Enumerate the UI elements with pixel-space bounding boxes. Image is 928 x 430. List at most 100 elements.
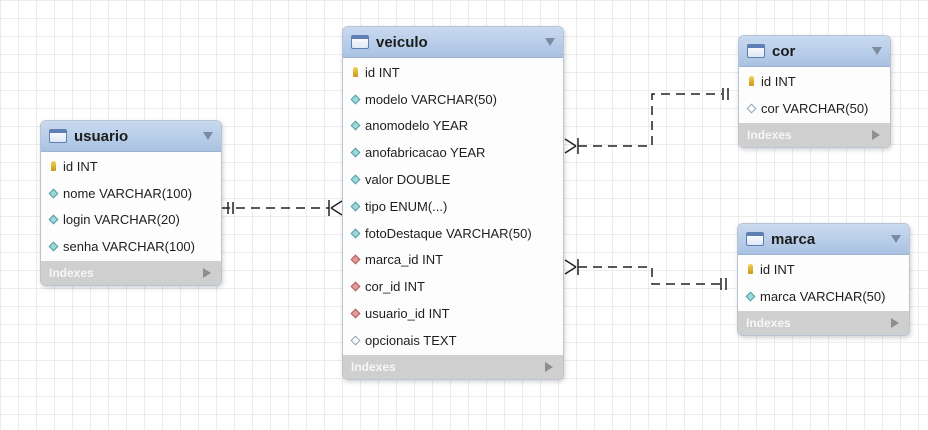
foreign-key-diamond-icon bbox=[350, 255, 360, 265]
primary-key-icon bbox=[48, 161, 58, 171]
indexes-section[interactable]: Indexes bbox=[738, 310, 909, 335]
column-diamond-icon bbox=[350, 94, 360, 104]
column-label: id INT bbox=[365, 64, 400, 80]
column-label: anofabricacao YEAR bbox=[365, 145, 486, 161]
table-title: veiculo bbox=[376, 33, 428, 51]
table-icon bbox=[747, 44, 765, 58]
column-diamond-icon bbox=[48, 188, 58, 198]
table-header[interactable]: cor bbox=[739, 36, 890, 67]
column-label: anomodelo YEAR bbox=[365, 118, 469, 134]
indexes-section[interactable]: Indexes bbox=[739, 122, 890, 147]
collapse-arrow-icon[interactable] bbox=[872, 47, 882, 55]
column-diamond-icon bbox=[350, 228, 360, 238]
foreign-key-diamond-icon bbox=[350, 282, 360, 292]
column-row[interactable]: fotoDestaque VARCHAR(50) bbox=[343, 220, 563, 247]
column-list: id INT marca VARCHAR(50) bbox=[738, 255, 909, 311]
foreign-key-diamond-icon bbox=[350, 309, 360, 319]
column-row[interactable]: tipo ENUM(...) bbox=[343, 193, 563, 220]
table-title: marca bbox=[771, 230, 816, 248]
column-row[interactable]: id INT bbox=[738, 256, 909, 283]
column-diamond-icon bbox=[350, 175, 360, 185]
column-row[interactable]: cor VARCHAR(50) bbox=[739, 95, 890, 122]
column-label: senha VARCHAR(100) bbox=[63, 239, 195, 255]
column-label: valor DOUBLE bbox=[365, 172, 451, 188]
indexes-label: Indexes bbox=[351, 359, 396, 374]
column-row[interactable]: cor_id INT bbox=[343, 273, 563, 300]
cardinality-one-mark bbox=[227, 202, 234, 214]
table-icon bbox=[746, 232, 764, 246]
column-row[interactable]: valor DOUBLE bbox=[343, 166, 563, 193]
column-diamond-icon bbox=[350, 148, 360, 158]
cardinality-one-mark bbox=[720, 278, 727, 290]
column-label: usuario_id INT bbox=[365, 306, 450, 322]
column-diamond-icon bbox=[350, 121, 360, 131]
expand-arrow-icon[interactable] bbox=[545, 361, 553, 372]
column-label: nome VARCHAR(100) bbox=[63, 185, 193, 201]
cardinality-many-mark bbox=[564, 259, 577, 275]
indexes-section[interactable]: Indexes bbox=[41, 261, 221, 286]
cardinality-many-mark bbox=[330, 200, 343, 216]
table-veiculo[interactable]: veiculo id INT modelo VARCHAR(50) anomod… bbox=[342, 26, 564, 380]
table-title: cor bbox=[772, 42, 796, 60]
column-row[interactable]: id INT bbox=[41, 153, 221, 180]
indexes-label: Indexes bbox=[49, 266, 94, 281]
column-diamond-icon bbox=[48, 215, 58, 225]
column-list: id INT modelo VARCHAR(50) anomodelo YEAR… bbox=[343, 58, 563, 355]
collapse-arrow-icon[interactable] bbox=[203, 132, 213, 140]
expand-arrow-icon[interactable] bbox=[891, 317, 899, 328]
column-list: id INT cor VARCHAR(50) bbox=[739, 67, 890, 123]
collapse-arrow-icon[interactable] bbox=[545, 38, 555, 46]
primary-key-icon bbox=[350, 67, 360, 77]
table-usuario[interactable]: usuario id INT nome VARCHAR(100) login V… bbox=[40, 120, 222, 287]
indexes-label: Indexes bbox=[747, 127, 792, 142]
relationship-line[interactable] bbox=[578, 266, 720, 285]
relationship-cor-veiculo[interactable] bbox=[564, 88, 729, 154]
column-label: id INT bbox=[761, 73, 796, 89]
column-row[interactable]: marca VARCHAR(50) bbox=[738, 283, 909, 310]
table-header[interactable]: veiculo bbox=[343, 27, 563, 58]
column-row[interactable]: marca_id INT bbox=[343, 247, 563, 274]
cardinality-many-mark bbox=[564, 138, 577, 154]
column-label: opcionais TEXT bbox=[365, 332, 457, 348]
column-label: id INT bbox=[63, 158, 98, 174]
column-row[interactable]: id INT bbox=[343, 59, 563, 86]
column-label: cor_id INT bbox=[365, 279, 425, 295]
table-marca[interactable]: marca id INT marca VARCHAR(50) Indexes bbox=[737, 223, 910, 336]
column-label: login VARCHAR(20) bbox=[63, 212, 180, 228]
expand-arrow-icon[interactable] bbox=[872, 129, 880, 140]
table-title: usuario bbox=[74, 127, 129, 145]
column-row[interactable]: login VARCHAR(20) bbox=[41, 207, 221, 234]
column-row[interactable]: usuario_id INT bbox=[343, 300, 563, 327]
table-icon bbox=[351, 35, 369, 49]
cardinality-one-mark bbox=[722, 88, 729, 100]
column-row[interactable]: anofabricacao YEAR bbox=[343, 139, 563, 166]
column-diamond-icon bbox=[48, 242, 58, 252]
expand-arrow-icon[interactable] bbox=[203, 268, 211, 279]
nullable-column-diamond-icon bbox=[746, 103, 756, 113]
column-label: tipo ENUM(...) bbox=[365, 198, 448, 214]
primary-key-icon bbox=[746, 76, 756, 86]
table-cor[interactable]: cor id INT cor VARCHAR(50) Indexes bbox=[738, 35, 891, 148]
collapse-arrow-icon[interactable] bbox=[891, 235, 901, 243]
relationship-usuario-veiculo[interactable] bbox=[221, 200, 343, 216]
column-row[interactable]: opcionais TEXT bbox=[343, 327, 563, 354]
column-row[interactable]: id INT bbox=[739, 68, 890, 95]
column-list: id INT nome VARCHAR(100) login VARCHAR(2… bbox=[41, 152, 221, 261]
relationship-marca-veiculo[interactable] bbox=[564, 259, 727, 290]
table-icon bbox=[49, 129, 67, 143]
column-diamond-icon bbox=[350, 201, 360, 211]
column-label: marca_id INT bbox=[365, 252, 444, 268]
column-row[interactable]: nome VARCHAR(100) bbox=[41, 180, 221, 207]
table-header[interactable]: usuario bbox=[41, 121, 221, 152]
column-row[interactable]: senha VARCHAR(100) bbox=[41, 233, 221, 260]
column-label: cor VARCHAR(50) bbox=[761, 100, 869, 116]
column-row[interactable]: anomodelo YEAR bbox=[343, 113, 563, 140]
table-header[interactable]: marca bbox=[738, 224, 909, 255]
column-label: id INT bbox=[760, 261, 795, 277]
relationship-line[interactable] bbox=[578, 93, 722, 147]
indexes-section[interactable]: Indexes bbox=[343, 354, 563, 379]
column-row[interactable]: modelo VARCHAR(50) bbox=[343, 86, 563, 113]
column-label: marca VARCHAR(50) bbox=[760, 288, 886, 304]
